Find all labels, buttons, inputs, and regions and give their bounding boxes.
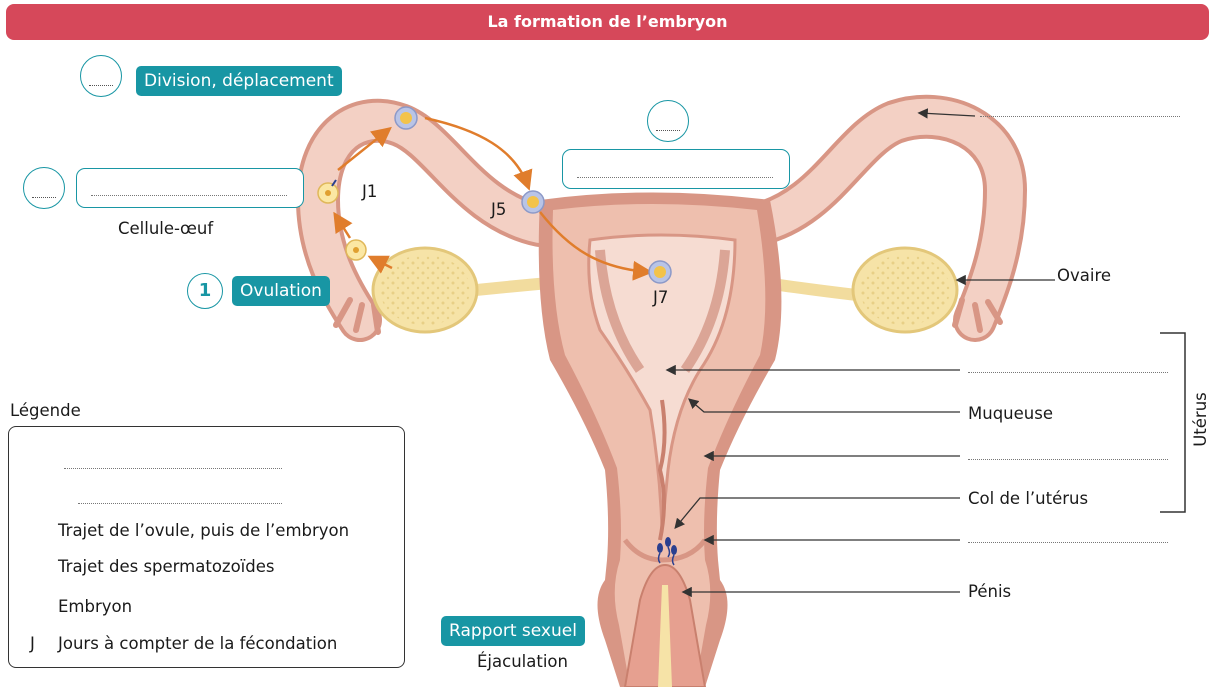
col-uterus-label: Col de l’utérus (968, 489, 1088, 508)
ejaculation-label: Éjaculation (477, 652, 568, 671)
uterus-label: Utérus (1191, 392, 1210, 447)
cavity-answer-line[interactable] (968, 372, 1168, 373)
rapport-tag: Rapport sexuel (441, 616, 585, 646)
day-label-j5: J5 (491, 200, 506, 219)
muscle-answer-line[interactable] (968, 459, 1168, 460)
right-ovary (853, 248, 957, 332)
ovule-cell (346, 240, 366, 260)
division-answer-circle[interactable] (80, 55, 122, 97)
legend-text-embryon: Embryon (58, 597, 132, 616)
cellule-answer-circle[interactable] (23, 167, 65, 209)
left-ovary (373, 248, 477, 332)
ovaire-label: Ovaire (1057, 266, 1111, 285)
day-label-j1: J1 (362, 182, 377, 201)
legend-sperm-blank[interactable] (78, 503, 282, 504)
legend-box (8, 426, 405, 668)
legend-ovule-blank[interactable] (64, 468, 282, 469)
penis-label: Pénis (968, 582, 1011, 601)
day-label-j7: J7 (653, 288, 668, 307)
legend-j-symbol: J (30, 634, 35, 653)
ovulation-tag: Ovulation (232, 276, 330, 306)
legend-text-jours: Jours à compter de la fécondation (58, 634, 337, 653)
cellule-oeuf-label: Cellule-œuf (118, 219, 213, 238)
tube-answer-line[interactable] (980, 116, 1180, 117)
ovulation-number-circle: 1 (187, 273, 223, 309)
legend-text-sperm-path: Trajet des spermatozoïdes (58, 557, 275, 576)
legend-text-ovule-path: Trajet de l’ovule, puis de l’embryon (58, 521, 349, 540)
division-tag: Division, déplacement (136, 66, 342, 96)
cellule-answer-box[interactable] (76, 168, 304, 208)
legend-heading: Légende (10, 401, 81, 420)
uterus-bracket (1160, 333, 1185, 512)
muqueuse-label: Muqueuse (968, 404, 1053, 423)
vagina-answer-line[interactable] (968, 542, 1168, 543)
center-answer-box[interactable] (562, 149, 790, 189)
center-answer-circle[interactable] (647, 100, 689, 142)
